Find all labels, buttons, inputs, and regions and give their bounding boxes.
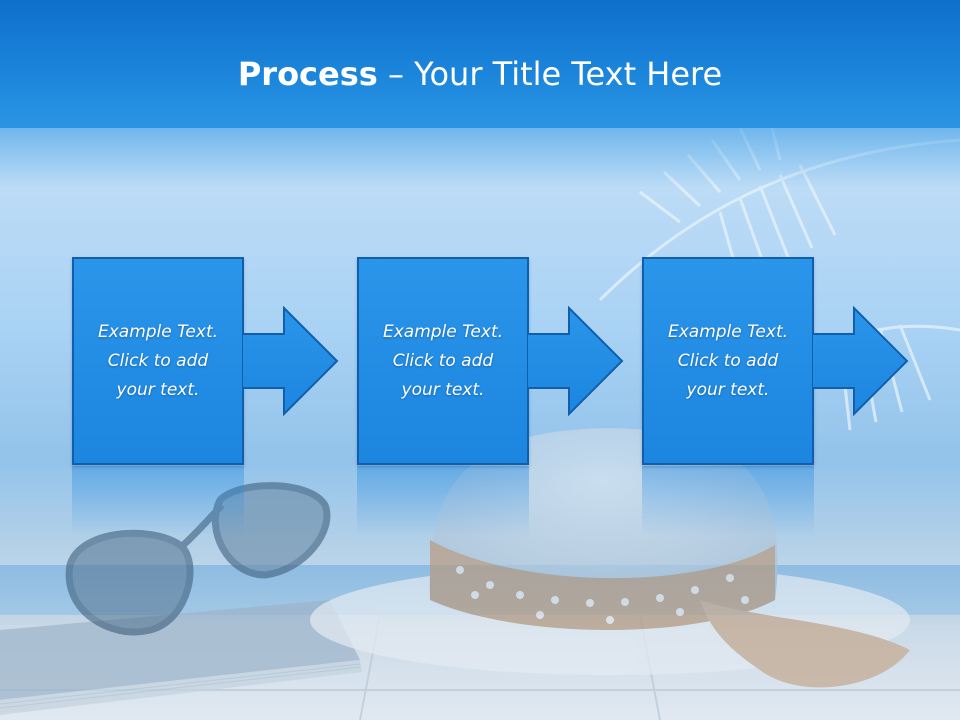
process-step-3-text[interactable]: Example Text. Click to add your text.: [667, 321, 789, 400]
process-step-1-box[interactable]: Example Text. Click to add your text.: [72, 257, 244, 465]
step-2-arrow-icon: [528, 306, 624, 416]
process-step-3-box[interactable]: Example Text. Click to add your text.: [642, 257, 814, 465]
process-step-2-text[interactable]: Example Text. Click to add your text.: [382, 321, 504, 400]
process-step-1-text[interactable]: Example Text. Click to add your text.: [97, 321, 219, 400]
step-2-reflection: [357, 466, 529, 536]
title-bar: [0, 0, 960, 128]
slide-title-rest: – Your Title Text Here: [377, 55, 723, 93]
step-3-arrow-icon: [813, 306, 909, 416]
step-3-reflection: [642, 466, 814, 536]
title-bar-fade: [0, 128, 960, 188]
slide-title-bold: Process: [237, 55, 378, 93]
slide-title[interactable]: Process – Your Title Text Here: [0, 52, 960, 96]
step-1-arrow-icon: [243, 306, 339, 416]
process-step-2-box[interactable]: Example Text. Click to add your text.: [357, 257, 529, 465]
step-1-reflection: [72, 466, 244, 536]
